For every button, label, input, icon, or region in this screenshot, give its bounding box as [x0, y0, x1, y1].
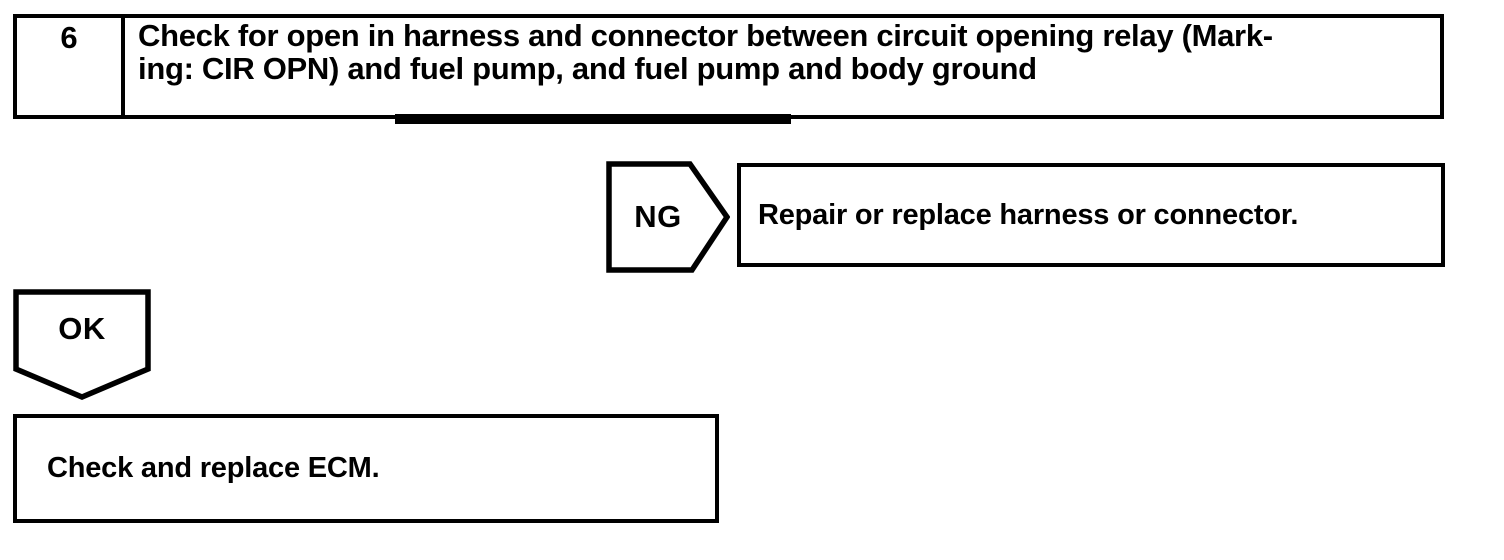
- step-number-cell: 6: [17, 18, 125, 115]
- ng-connector: NG: [606, 161, 730, 273]
- ok-action-box: Check and replace ECM.: [13, 414, 719, 523]
- step-instruction-line2: ing: CIR OPN) and fuel pump, and fuel pu…: [138, 51, 1037, 86]
- ok-pentagon-outline: [13, 289, 151, 400]
- step-instruction-cell: Check for open in harness and connector …: [125, 18, 1440, 115]
- ok-connector: OK: [13, 289, 151, 401]
- ng-label: NG: [634, 199, 682, 234]
- step-box: 6 Check for open in harness and connecto…: [13, 14, 1444, 119]
- ok-action-text: Check and replace ECM.: [47, 452, 380, 484]
- ng-action-text: Repair or replace harness or connector.: [758, 198, 1299, 231]
- step-instruction-line1: Check for open in harness and connector …: [138, 18, 1273, 53]
- ok-label: OK: [58, 311, 106, 346]
- ng-pentagon-outline: [606, 161, 730, 273]
- ok-pentagon-icon: [13, 289, 151, 400]
- ng-action-box: Repair or replace harness or connector.: [737, 163, 1445, 267]
- step-number: 6: [60, 20, 78, 55]
- ng-pentagon-icon: [606, 161, 730, 273]
- scan-artifact-line: [395, 114, 791, 124]
